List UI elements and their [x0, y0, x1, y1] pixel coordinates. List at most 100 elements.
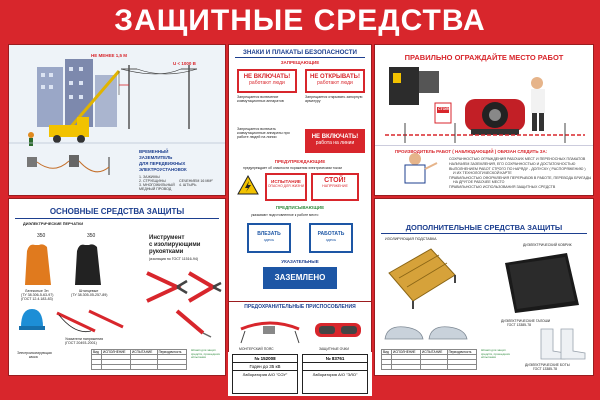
supervisor-duty-3b: И ИХ ТЕХНОЛОГИЧЕСКОЙ КАРТЕ: [453, 171, 512, 175]
boots-label-1: ДИЭЛЕКТРИЧЕСКИЕ БОТЫ: [525, 363, 570, 367]
min-distance-label: НЕ МЕНЕЕ 1,5 М: [91, 53, 128, 58]
indicating-heading: УКАЗАТЕЛЬНЫЕ: [281, 259, 319, 264]
additional-protection-heading: ДОПОЛНИТЕЛЬНЫЕ СРЕДСТВА ЗАЩИТЫ: [405, 223, 563, 232]
left-green-note: Штамп для защит. средств, прошедших испы…: [191, 348, 220, 360]
crane-scene-illustration: [9, 45, 225, 195]
stamp1-valid: Годен до 35 кВ: [233, 363, 297, 371]
sign-work-here: РАБОТАТЬ здесь: [309, 223, 353, 253]
sign1-text-b: работают люди: [249, 80, 285, 86]
grounding-caption-4: ЭЛЕКТРОУСТАНОВОК: [139, 167, 187, 172]
fencing-heading: ПРАВИЛЬНО ОГРАЖДАЙТЕ МЕСТО РАБОТ: [404, 53, 564, 62]
test-table: Вид ИСПОЛНЕНИЕ ИСПЫТАНИЕ Периодичность: [91, 349, 188, 370]
stamp-2: № 83761 Лаборатория А/О "ЭЛО": [302, 354, 368, 394]
stamped-gloves-label-1: Штанцевые: [79, 289, 99, 293]
screwdriver-illustration: [175, 309, 212, 338]
prescribing-heading: ПРЕДПИСЫВАЮЩИЕ: [275, 205, 325, 210]
insulating-stand-label: ИЗОЛИРУЮЩАЯ ПОДСТАВКА: [385, 237, 437, 241]
supervisor-duty-5: ПРАВИЛЬНОСТЬЮ ИСПОЛЬЗОВАНИЯ ЗАЩИТНЫХ СРЕ…: [449, 185, 556, 189]
safety-belt-illustration: [240, 321, 300, 344]
primary-protection-heading: ОСНОВНЫЕ СРЕДСТВА ЗАЩИТЫ: [49, 207, 185, 216]
tools-heading-2: с изолирующими: [149, 242, 201, 248]
stamp2-number: № 83761: [303, 355, 367, 363]
gloves-label: ДИЭЛЕКТРИЧЕСКИЕ ПЕРЧАТКИ: [23, 222, 84, 226]
sign3-text-b: работа на линии: [315, 140, 355, 146]
stamp2-blank: [303, 363, 367, 371]
warn-sign2-text: СТОЙ!: [324, 177, 346, 184]
glove-dim-1: 350: [37, 233, 46, 239]
indicator-label-2: (ГОСТ 20493-2001): [65, 341, 97, 345]
stamps-strip: № 152008 Годен до 35 кВ Лаборатория А/О …: [228, 352, 372, 396]
primary-heading-rule: [15, 218, 219, 219]
sign1-text-a: НЕ ВКЛЮЧАТЬ!: [243, 74, 291, 80]
belt-label: МОНТЕРСКИЙ ПОЯС: [239, 347, 274, 351]
fencing-stop-sign: СТОЙ!: [438, 107, 450, 111]
warning-heading: ПРЕДУПРЕЖДАЮЩИЕ: [274, 159, 326, 164]
stamped-gloves-label-2: (ТУ 38.305-05-257-89): [71, 293, 108, 297]
sign-testing-danger: ИСПЫТАНИЕ ОПАСНО ДЛЯ ЖИЗНИ: [265, 173, 307, 201]
latex-gloves-label-1: Латексные Эн: [25, 289, 49, 293]
presc2-text-a: РАБОТАТЬ: [317, 231, 345, 237]
panel-temporary-grounding: НЕ МЕНЕЕ 1,5 М U < 1000 В ВРЕМЕННЫЙ ЗАЗЕ…: [8, 44, 226, 196]
sign1-description: Запрещается включение коммутационных апп…: [237, 95, 284, 104]
supervisor-duty-4: ПРАВИЛЬНОСТЬЮ ОФОРМЛЕНИЯ ПЕРЕРЫВОВ В РАБ…: [449, 176, 592, 180]
sign-do-not-switch-line: НЕ ВКЛЮЧАТЬ! работа на линии: [305, 129, 365, 153]
tools-heading-3: рукоятками: [149, 249, 184, 255]
presc1-text-b: здесь: [263, 237, 275, 242]
grounding-note-6: 4. ШТЫРЬ: [179, 183, 197, 187]
panel-safety-signs: ЗНАКИ И ПЛАКАТЫ БЕЗОПАСНОСТИ ЗАПРЕЩАЮЩИЕ…: [228, 44, 372, 376]
work-area-illustration: [375, 67, 593, 184]
galoshes-label-2: ГОСТ 13385-78: [507, 323, 531, 327]
supervisor-heading: ПРОИЗВОДИТЕЛЬ РАБОТ ( НАБЛЮДАЮЩИЙ ) ОБЯЗ…: [395, 149, 548, 154]
grounding-note-1: 1. ЗАЖИМЫ: [139, 175, 160, 179]
insulated-pliers-illustration: [146, 271, 222, 303]
latex-gloves-label-2: (ТУ 38.306-5-63-97): [21, 293, 54, 297]
presc2-text-b: здесь: [325, 237, 337, 242]
grounding-note-4: МЕДНЫЙ ПРОВОД: [139, 187, 172, 191]
dielectric-boots-illustration: [540, 328, 586, 360]
additional-test-table: Вид ИСПОЛНЕНИЕ ИСПЫТАНИЕ Периодичность: [381, 349, 478, 370]
galoshes-label-1: ДИЭЛЕКТРИЧЕСКИЕ ГАЛОШИ: [501, 319, 551, 323]
sign2-text-b: работают люди: [317, 80, 353, 86]
stamp1-number: № 152008: [233, 355, 297, 363]
sign2-text-a: НЕ ОТКРЫВАТЬ!: [310, 74, 360, 80]
sign-climb-here: ВЛЕЗАТЬ здесь: [247, 223, 291, 253]
sign-do-not-switch-people: НЕ ВКЛЮЧАТЬ! работают люди: [237, 69, 297, 93]
glove-dim-2: 350: [87, 233, 96, 239]
presc1-text-a: ВЛЕЗАТЬ: [257, 231, 281, 237]
tools-subheading: (изоляция по ГОСТ 11516-94): [149, 257, 199, 261]
right-green-note: Штамп для защит. средств, прошедших испы…: [481, 348, 510, 360]
latex-gloves-label-3: (ГОСТ 12.4.183-83): [21, 297, 53, 301]
safety-goggles-illustration: [315, 323, 361, 337]
warn-sign1-text: ИСПЫТАНИЕ: [271, 179, 301, 184]
signs-heading: ЗНАКИ И ПЛАКАТЫ БЕЗОПАСНОСТИ: [243, 49, 357, 56]
stamp2-lab: Лаборатория А/О "ЭЛО": [312, 372, 358, 377]
grounding-caption-3: ДЛЯ ПЕРЕДВИЖНЫХ: [139, 161, 186, 166]
prescribing-description: указывают подготовленное к работе место: [251, 213, 319, 217]
high-voltage-triangle-icon: [237, 174, 259, 195]
grounding-note-3: 3. МНОГОЖИЛЬНЫЙ: [139, 183, 175, 187]
warn-sign1-subtext: ОПАСНО ДЛЯ ЖИЗНИ: [267, 184, 305, 188]
helmet-illustration: [19, 309, 45, 330]
fixtures-rule: [229, 301, 371, 302]
warn-sign2-subtext: НАПРЯЖЕНИЕ: [322, 184, 348, 188]
glasses-label: ЗАЩИТНЫЕ ОЧКИ: [319, 347, 349, 351]
stamp1-lab: Лаборатория А/О "СОУ": [242, 372, 288, 377]
additional-heading-rule: [381, 233, 587, 234]
sign-grounded: ЗАЗЕМЛЕНО: [263, 267, 337, 289]
voltage-indicator-illustration: [56, 309, 124, 333]
panel-work-area-fencing: ПРАВИЛЬНО ОГРАЖДАЙТЕ МЕСТО РАБОТ СТОЙ!: [374, 44, 594, 196]
supervisor-duty-1: СОХРАННОСТЬЮ ОГРАЖДЕНИЯ РАБОЧИХ МЕСТ И П…: [449, 157, 586, 161]
helmet-label-1: Электроизолирующая: [17, 351, 52, 355]
dielectric-carpet-label: ДИЭЛЕКТРИЧЕСКИЙ КОВРИК: [523, 243, 572, 247]
voltage-label: U < 1000 В: [173, 61, 196, 66]
grounding-note-5: СЕЧЕНИЕМ 16 ММ²: [179, 179, 213, 183]
grounding-caption-2: ЗАЗЕМЛИТЕЛЬ: [139, 155, 173, 160]
supervisor-duty-2: НАЛИЧИЕМ ЗАЗЕМЛЕНИЯ, ЕГО СОХРАННОСТЬЮ И …: [449, 162, 576, 166]
dielectric-galoshes-illustration: [384, 326, 468, 340]
gloves-illustration: [25, 244, 101, 285]
supervisor-duty-3: ВЫПОЛНЕНИЕМ РАБОТ СТРОГО ПО НАРЯДУ - ДОП…: [449, 167, 586, 171]
supervisor-duty-4b: НА ДРУГОЕ РАБОЧЕЕ МЕСТО: [453, 180, 505, 184]
sign-do-not-open: НЕ ОТКРЫВАТЬ! работают люди: [305, 69, 365, 93]
dielectric-carpet-illustration: [505, 253, 579, 313]
